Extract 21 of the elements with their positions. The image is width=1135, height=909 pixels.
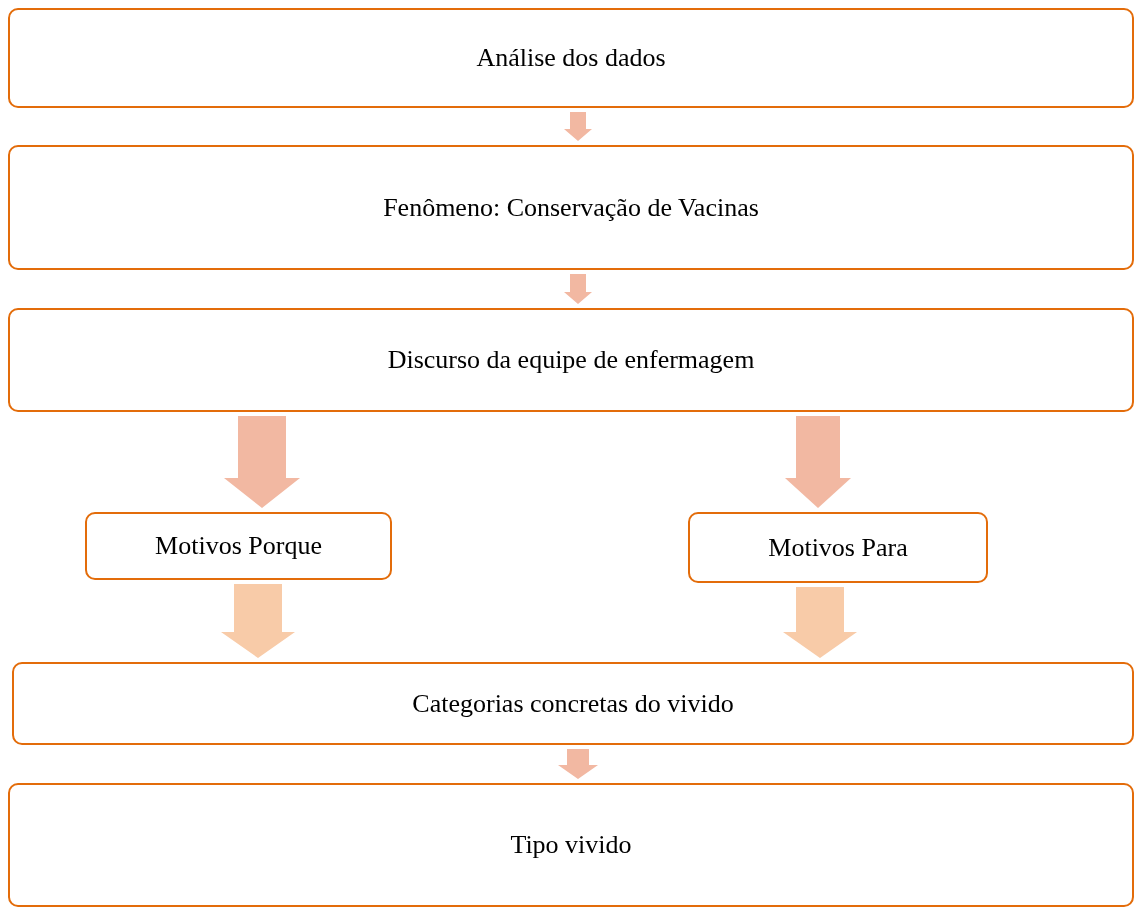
process-box xyxy=(8,783,1134,907)
process-box xyxy=(8,145,1134,270)
block-arrow xyxy=(558,749,598,779)
box-label: Análise dos dados xyxy=(476,43,666,73)
block-arrow xyxy=(224,416,300,508)
box-label: Motivos Porque xyxy=(155,531,322,561)
process-box xyxy=(85,512,392,580)
box-label: Discurso da equipe de enfermagem xyxy=(387,345,755,375)
process-box xyxy=(8,308,1134,412)
block-arrow xyxy=(783,587,857,658)
block-arrow xyxy=(564,112,592,141)
block-arrow xyxy=(785,416,851,508)
block-arrow xyxy=(221,584,295,658)
box-label: Motivos Para xyxy=(768,532,908,563)
box-label: Tipo vivido xyxy=(510,830,632,860)
process-box xyxy=(12,662,1134,745)
box-label: Fenômeno: Conservação de Vacinas xyxy=(383,192,759,223)
block-arrow xyxy=(564,274,592,304)
process-box xyxy=(8,8,1134,108)
process-box xyxy=(688,512,988,583)
box-label: Categorias concretas do vivido xyxy=(412,688,734,719)
